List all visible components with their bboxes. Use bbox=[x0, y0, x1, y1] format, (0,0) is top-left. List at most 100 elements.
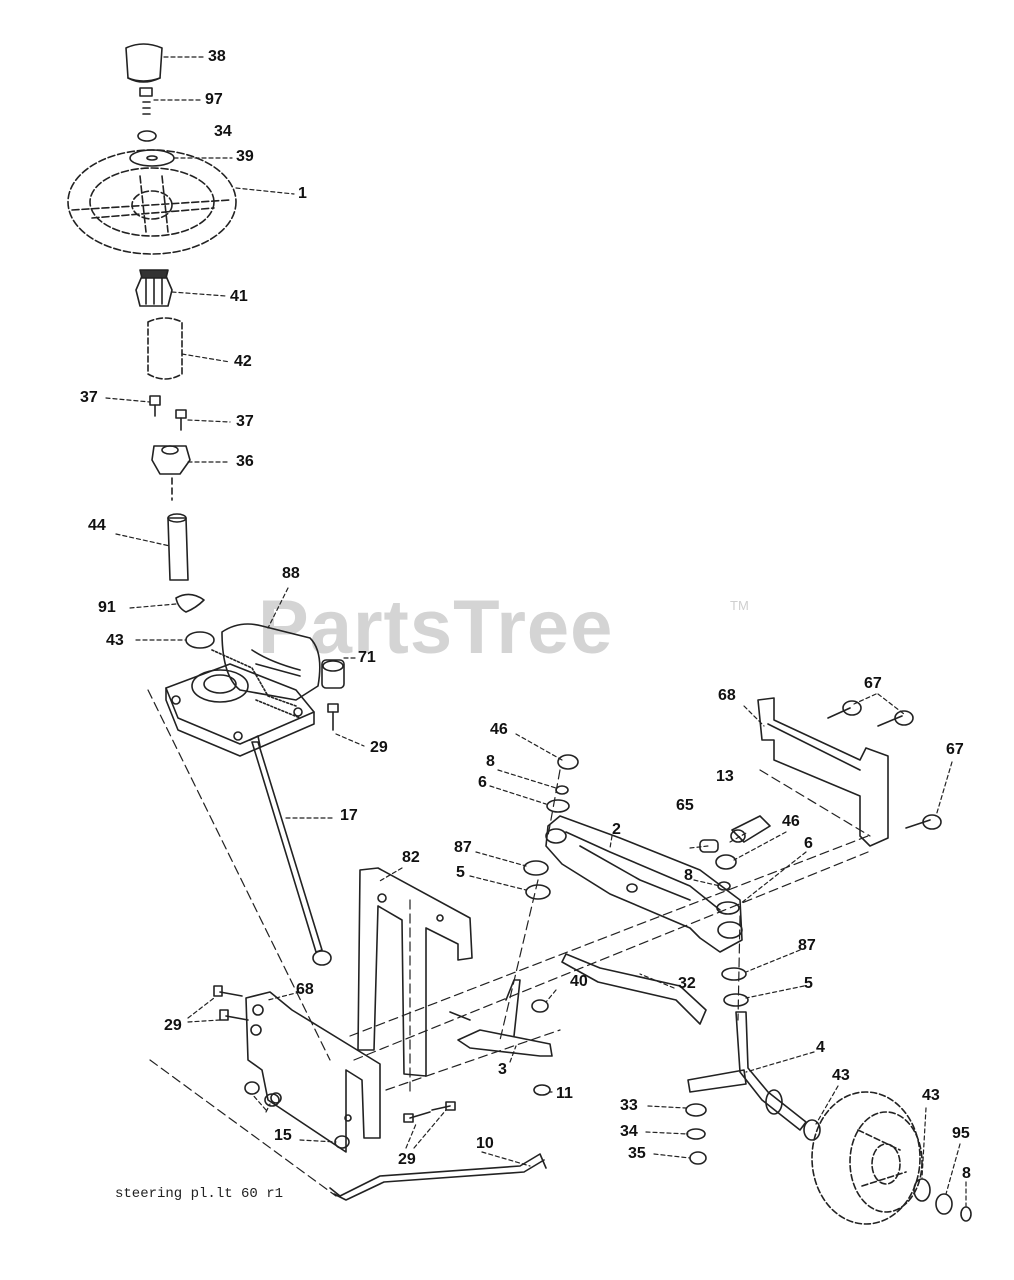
callout-33: 33 bbox=[620, 1097, 638, 1114]
callout-43-wheel: 43 bbox=[922, 1087, 940, 1104]
callout-95: 95 bbox=[952, 1125, 970, 1142]
washer-part-5a bbox=[525, 884, 551, 900]
frame-bracket-82 bbox=[357, 867, 473, 1077]
pin-part-8c bbox=[960, 1206, 972, 1222]
callout-15: 15 bbox=[274, 1127, 292, 1144]
callout-29-gear: 29 bbox=[370, 739, 388, 756]
tie-rod-part-32 bbox=[561, 953, 707, 1025]
watermark-trademark: TM bbox=[730, 598, 749, 613]
callout-34-top: 34 bbox=[214, 123, 232, 140]
callout-11: 11 bbox=[556, 1085, 573, 1102]
bolt-parts-29b bbox=[213, 985, 249, 1021]
cap-part-46a bbox=[557, 754, 579, 770]
callout-67-top: 67 bbox=[864, 675, 882, 692]
callout-44: 44 bbox=[88, 517, 106, 534]
callout-6-right: 6 bbox=[804, 835, 813, 852]
washer-part-43c bbox=[913, 1178, 931, 1202]
nut-part-40 bbox=[531, 999, 549, 1013]
callout-13: 13 bbox=[716, 768, 734, 785]
pin-part-8a bbox=[555, 785, 569, 795]
nut-part bbox=[137, 130, 157, 142]
callout-40: 40 bbox=[570, 973, 588, 990]
callout-46-right: 46 bbox=[782, 813, 800, 830]
assembly-guide-lines bbox=[147, 689, 871, 1197]
callout-3: 3 bbox=[498, 1061, 507, 1078]
callout-46-left: 46 bbox=[490, 721, 508, 738]
callout-41: 41 bbox=[230, 288, 248, 305]
retainer-clip-part bbox=[175, 593, 205, 613]
nut-part-11 bbox=[533, 1084, 551, 1096]
callout-10: 10 bbox=[476, 1135, 494, 1152]
callout-39: 39 bbox=[236, 148, 254, 165]
washer-part-33 bbox=[685, 1103, 707, 1117]
callout-34-bottom: 34 bbox=[620, 1123, 638, 1140]
splined-adapter-part bbox=[135, 269, 173, 307]
callout-37-right: 37 bbox=[236, 413, 254, 430]
drawing-caption: steering pl.lt 60 r1 bbox=[115, 1186, 284, 1202]
callout-leader-lines bbox=[105, 56, 967, 1207]
steering-gear-assembly bbox=[211, 623, 345, 707]
steering-wheel-part bbox=[67, 149, 237, 255]
callout-2: 2 bbox=[612, 821, 621, 838]
callout-1: 1 bbox=[298, 185, 307, 202]
tie-rod-part-10 bbox=[329, 1153, 547, 1201]
frame-plate-68-left bbox=[245, 991, 381, 1153]
steering-column-part bbox=[167, 513, 189, 581]
callout-65: 65 bbox=[676, 797, 694, 814]
callout-5-left: 5 bbox=[456, 864, 465, 881]
callout-42: 42 bbox=[234, 353, 252, 370]
spindle-part-4 bbox=[687, 1011, 807, 1131]
callout-29-bottom: 29 bbox=[398, 1151, 416, 1168]
callout-8-wheel: 8 bbox=[962, 1165, 971, 1182]
callout-17: 17 bbox=[340, 807, 358, 824]
spring-part bbox=[139, 87, 153, 115]
callout-91: 91 bbox=[98, 599, 116, 616]
bolt-parts-67 bbox=[827, 700, 942, 830]
callout-97: 97 bbox=[205, 91, 223, 108]
watermark: PartsTree bbox=[258, 585, 614, 670]
washer-part bbox=[129, 149, 175, 167]
callout-37-left: 37 bbox=[80, 389, 98, 406]
nut-parts-15 bbox=[244, 1081, 350, 1149]
callout-35: 35 bbox=[628, 1145, 646, 1162]
callout-88: 88 bbox=[282, 565, 300, 582]
callout-5-right: 5 bbox=[804, 975, 813, 992]
washer-part-43b bbox=[803, 1119, 821, 1141]
steering-arm-part-3 bbox=[449, 979, 553, 1057]
callout-8-left: 8 bbox=[486, 753, 495, 770]
callout-29-left: 29 bbox=[164, 1017, 182, 1034]
washer-part-95 bbox=[935, 1193, 953, 1215]
front-axle-part bbox=[545, 815, 743, 953]
callout-71: 71 bbox=[358, 649, 376, 666]
knob-cap-part bbox=[125, 43, 163, 83]
washer-part-87b bbox=[721, 967, 747, 981]
callout-43-spindle: 43 bbox=[832, 1067, 850, 1084]
washer-part-87a bbox=[523, 860, 549, 876]
bolt-part-left bbox=[149, 395, 161, 417]
drag-link-part bbox=[249, 735, 332, 966]
washer-part-6a bbox=[546, 799, 570, 813]
callout-43-gear: 43 bbox=[106, 632, 124, 649]
washer-part-5b bbox=[723, 993, 749, 1007]
callout-8-right: 8 bbox=[684, 867, 693, 884]
washer-part-34b bbox=[686, 1128, 706, 1140]
callout-36: 36 bbox=[236, 453, 254, 470]
cap-part-46b bbox=[715, 854, 737, 870]
callout-82: 82 bbox=[402, 849, 420, 866]
spacer-part-65 bbox=[699, 839, 719, 853]
callout-6-left: 6 bbox=[478, 774, 487, 791]
column-sleeve-part bbox=[147, 317, 183, 380]
gear-mount-plate bbox=[165, 663, 315, 757]
callout-68-right: 68 bbox=[718, 687, 736, 704]
callout-68-left: 68 bbox=[296, 981, 314, 998]
washer-part-43a bbox=[185, 631, 215, 649]
bushing-part bbox=[151, 445, 191, 475]
callout-38: 38 bbox=[208, 48, 226, 65]
callout-67-right: 67 bbox=[946, 741, 964, 758]
callout-87-right: 87 bbox=[798, 937, 816, 954]
callout-87-left: 87 bbox=[454, 839, 472, 856]
callout-32: 32 bbox=[678, 975, 696, 992]
washer-part-6b bbox=[716, 901, 740, 915]
